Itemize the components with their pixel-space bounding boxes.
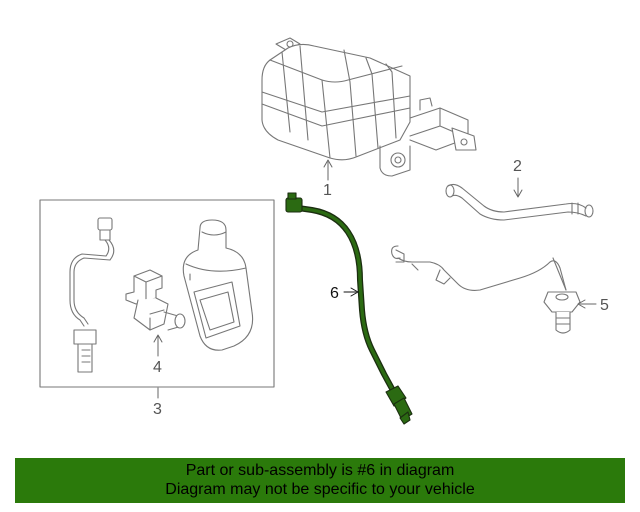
purge-valve-part[interactable] bbox=[125, 269, 186, 331]
callout-1: 1 bbox=[323, 182, 332, 199]
leader-lines bbox=[153, 159, 597, 399]
charcoal-canister-part[interactable] bbox=[261, 37, 477, 177]
exploded-parts-diagram: 1 2 3 4 5 6 bbox=[39, 37, 609, 425]
callout-4: 4 bbox=[153, 359, 162, 376]
callout-2: 2 bbox=[513, 158, 522, 175]
banner-line-1: Part or sub-assembly is #6 in diagram bbox=[185, 462, 455, 479]
solenoid-module-part[interactable] bbox=[182, 219, 254, 351]
sensor-bracket-part[interactable] bbox=[391, 245, 581, 334]
callout-6: 6 bbox=[330, 285, 339, 302]
vapor-hose-part[interactable] bbox=[445, 183, 594, 221]
wiring-harness-part[interactable] bbox=[69, 217, 115, 373]
callout-3: 3 bbox=[153, 401, 162, 418]
assembly-box bbox=[39, 199, 275, 388]
info-banner: Part or sub-assembly is #6 in diagram Di… bbox=[15, 458, 625, 503]
banner-line-2: Diagram may not be specific to your vehi… bbox=[165, 481, 475, 498]
oxygen-sensor-part-6[interactable] bbox=[285, 192, 413, 425]
callout-5: 5 bbox=[600, 297, 609, 314]
